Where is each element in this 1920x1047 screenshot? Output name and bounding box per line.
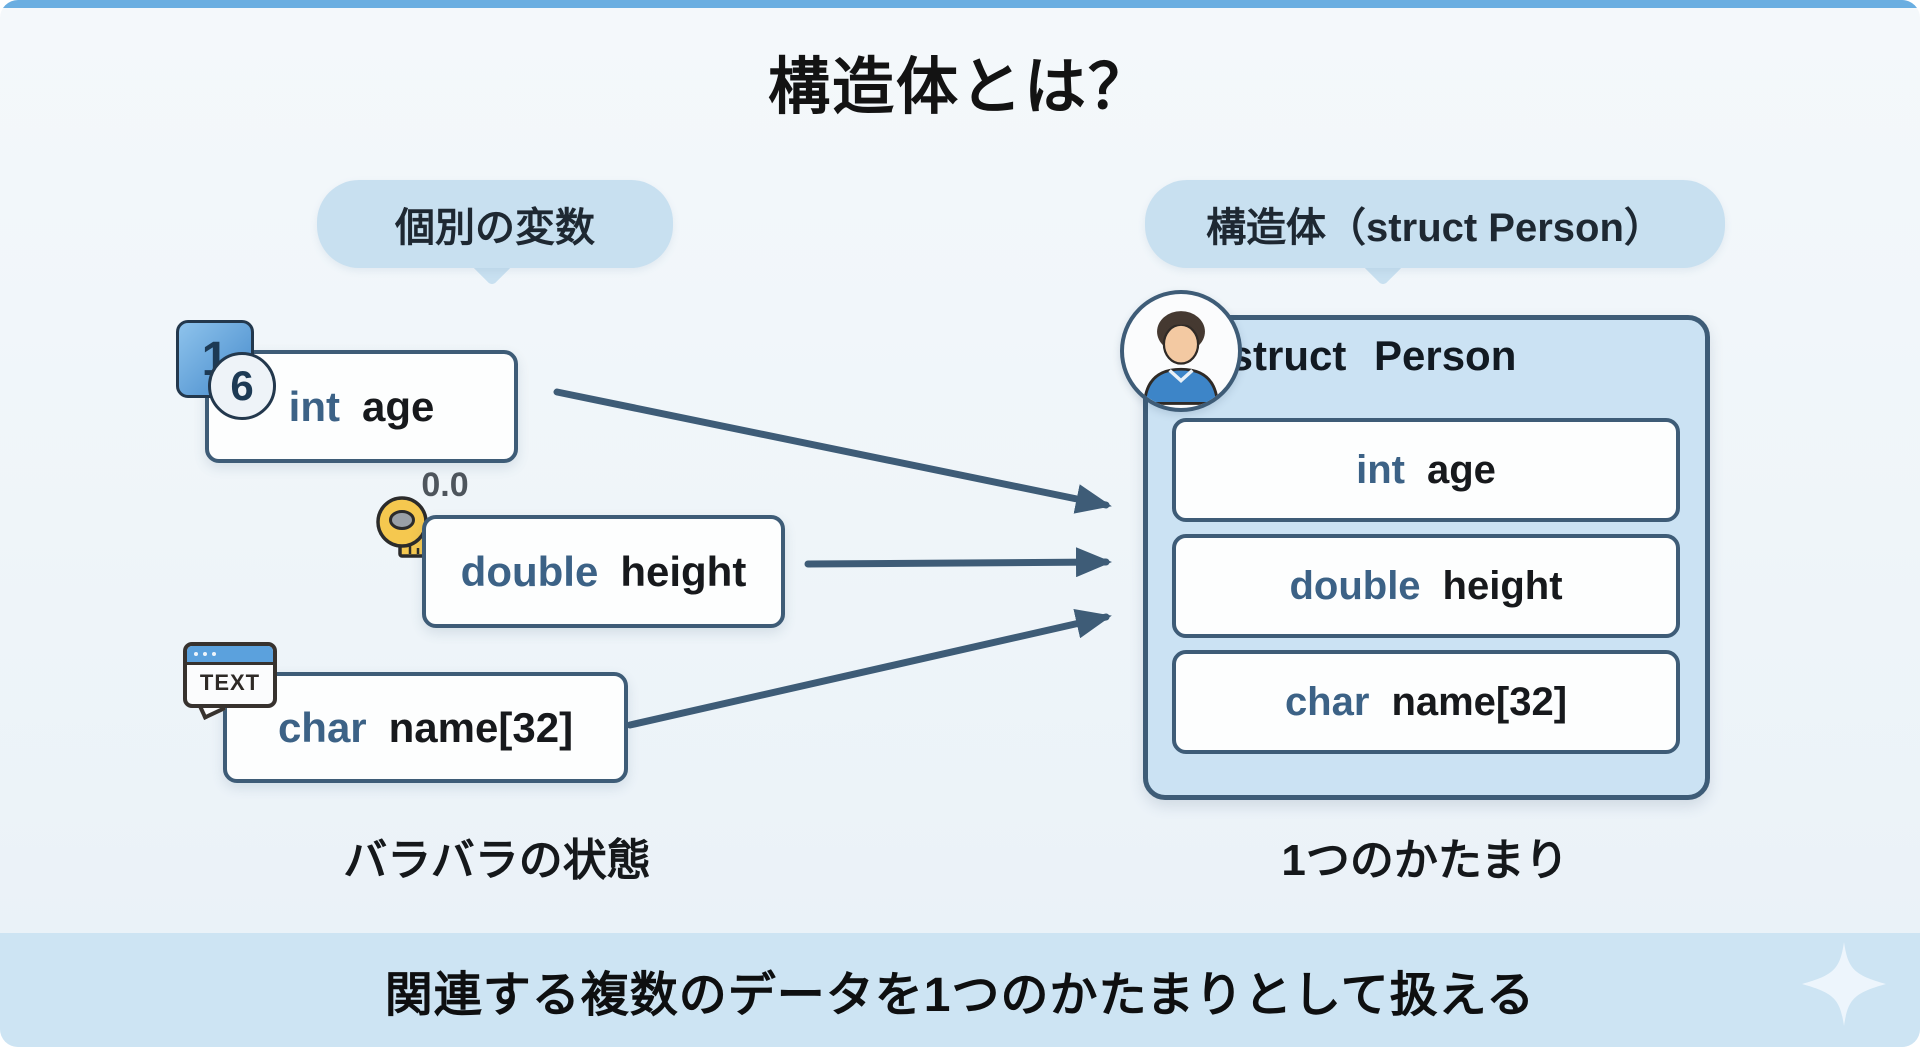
type-keyword: double [1289, 563, 1421, 608]
variable-name: name[32] [388, 703, 574, 751]
type-keyword: char [277, 703, 367, 751]
field-name: name[32] [1391, 679, 1568, 724]
text-window-titlebar [187, 646, 273, 665]
arrow-double-to-struct [804, 547, 1112, 578]
arrow-int-to-struct [553, 388, 1112, 514]
text-icon-label: TEXT [199, 670, 261, 695]
bubble-label: 構造体（struct Person） [1206, 206, 1664, 250]
window-dot [203, 652, 207, 656]
variable-name: age [361, 382, 435, 430]
type-keyword: char [1284, 679, 1370, 724]
caption-scattered-state: バラバラの状態 [343, 836, 651, 885]
sparkle-icon [1802, 942, 1886, 1026]
struct-header-label: struct Person [1229, 332, 1517, 379]
footer-band: 関連する複数のデータを1つのかたまりとして扱える [0, 933, 1920, 1047]
field-name: age [1426, 447, 1496, 492]
person-avatar-icon [1120, 290, 1242, 412]
text-window-icon: TEXT [183, 642, 277, 708]
struct-field-double-height: double height [1172, 534, 1680, 638]
caption-one-chunk: 1つのかたまり [1281, 836, 1569, 885]
field-name: height [1442, 563, 1563, 608]
label-bubble-individual-variables: 個別の変数 [317, 180, 673, 268]
struct-field-int-age: int age [1172, 418, 1680, 522]
type-keyword: int [288, 382, 340, 430]
variable-name: height [620, 547, 747, 595]
arrow-char-to-struct [626, 609, 1112, 729]
page-title: 構造体とは？ [767, 53, 1152, 122]
label-bubble-struct-person: 構造体（struct Person） [1145, 180, 1725, 268]
window-dot [194, 652, 198, 656]
number-circle-digit: 6 [230, 362, 254, 409]
variable-box-char-name: char name[32] [223, 672, 628, 783]
type-keyword: int [1356, 447, 1405, 492]
top-accent-bar [0, 0, 1920, 8]
height-value-annotation: 0.0 [421, 466, 469, 504]
bubble-label: 個別の変数 [395, 206, 595, 250]
variable-box-double-height: double height [422, 515, 785, 628]
number-16-icon-circle: 6 [208, 352, 276, 420]
type-keyword: double [460, 547, 599, 595]
footer-message: 関連する複数のデータを1つのかたまりとして扱える [384, 969, 1536, 1022]
struct-field-char-name: char name[32] [1172, 650, 1680, 754]
window-dot [212, 652, 216, 656]
